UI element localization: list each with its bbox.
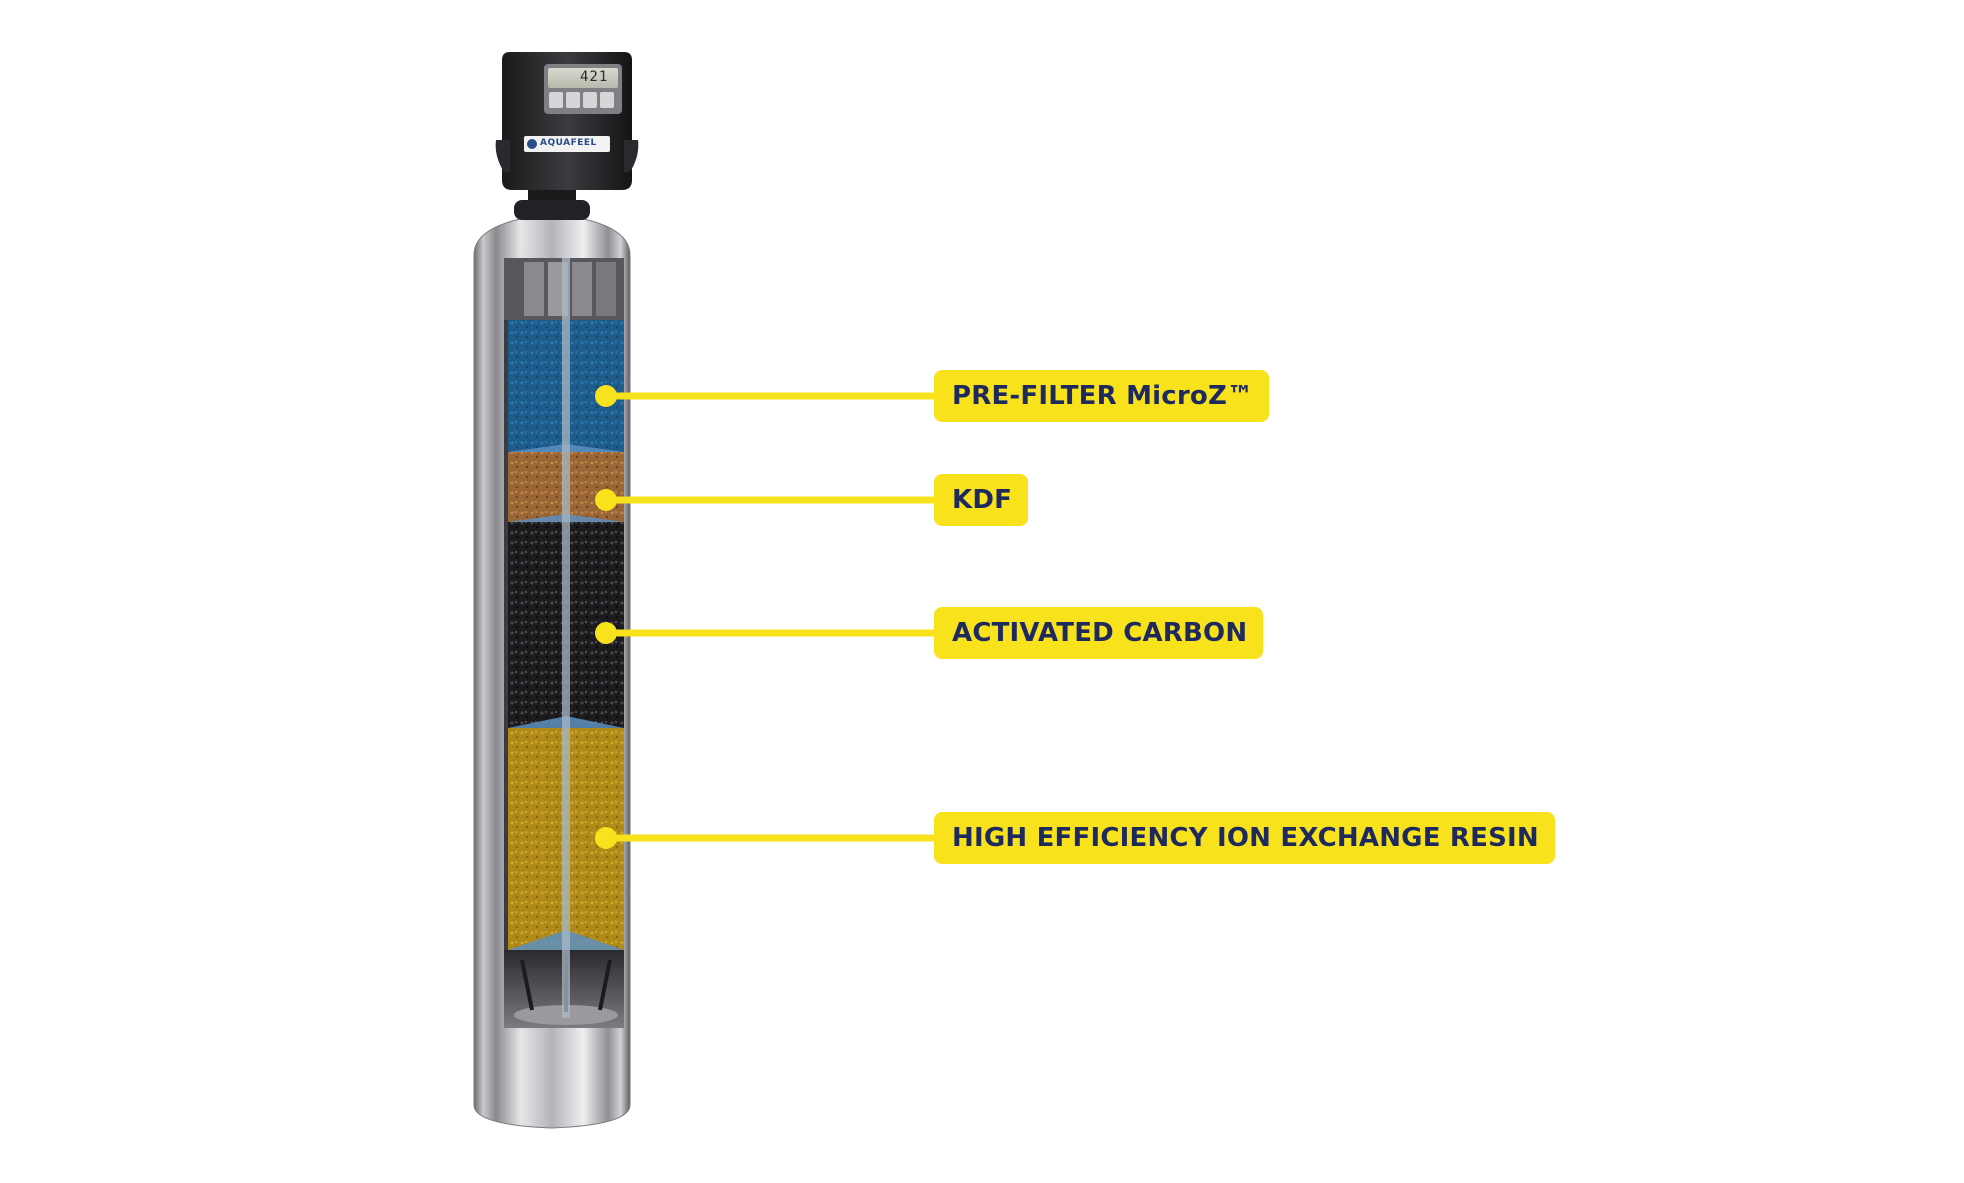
leader-dot-pre-filter	[595, 385, 617, 407]
riser-tube	[562, 258, 570, 1018]
lcd-reading: 421	[580, 69, 609, 85]
control-button[interactable]	[549, 92, 563, 108]
lcd-display	[548, 68, 618, 88]
brand-logo-plate	[524, 136, 610, 152]
label-activated-carbon: ACTIVATED CARBON	[934, 607, 1264, 659]
control-valve-head	[495, 52, 639, 220]
leader-dot-ion-exchange-resin	[595, 827, 617, 849]
control-button[interactable]	[566, 92, 580, 108]
label-pre-filter: PRE-FILTER MicroZ™	[934, 370, 1270, 422]
leader-dot-kdf	[595, 489, 617, 511]
control-button[interactable]	[600, 92, 614, 108]
leader-lines	[595, 385, 940, 849]
brand-logo-text: AQUAFEEL	[540, 138, 597, 148]
brand-logo-icon	[527, 139, 537, 149]
leader-dot-activated-carbon	[595, 622, 617, 644]
control-button[interactable]	[583, 92, 597, 108]
label-kdf: KDF	[934, 474, 1029, 526]
label-ion-exchange-resin: HIGH EFFICIENCY ION EXCHANGE RESIN	[934, 812, 1555, 864]
